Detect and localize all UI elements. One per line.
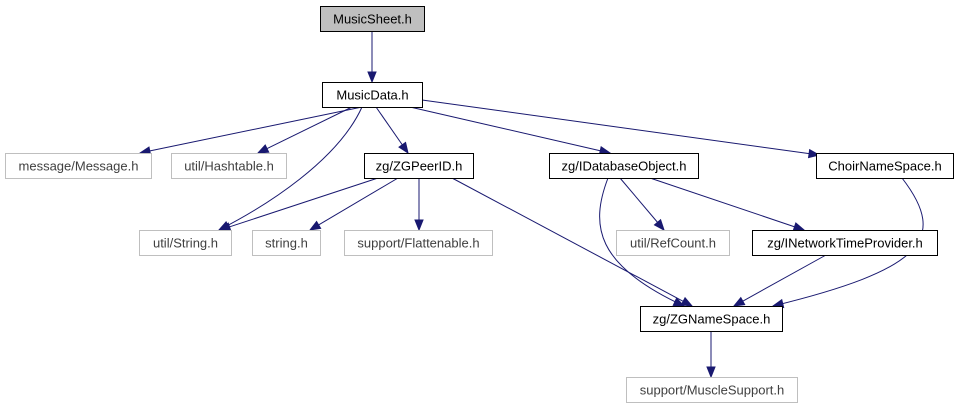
- node-idatabaseobject[interactable]: zg/IDatabaseObject.h: [549, 153, 699, 179]
- node-musicsheet[interactable]: MusicSheet.h: [320, 6, 425, 32]
- edge-line: [741, 254, 827, 303]
- edge-inetworktimeprovider-to-zgnamespace: [732, 254, 827, 307]
- node-musicdata[interactable]: MusicData.h: [322, 82, 423, 108]
- edge-idatabaseobject-to-inetworktimeprovider: [649, 177, 806, 232]
- edge-zgpeerid-to-flattenable: [414, 178, 424, 232]
- edge-zgnamespace-to-musclesupport: [706, 331, 716, 379]
- node-label: zg/IDatabaseObject.h: [561, 159, 686, 174]
- edge-musicdata-to-idatabaseobject: [409, 106, 612, 156]
- edge-line: [317, 177, 399, 226]
- node-box: [626, 377, 798, 403]
- edge-line: [421, 99, 811, 155]
- node-box: [320, 6, 425, 32]
- node-label: string.h: [265, 236, 308, 251]
- edge-idatabaseobject-to-refcount: [619, 177, 665, 232]
- node-label: zg/INetworkTimeProvider.h: [767, 236, 923, 251]
- edge-line: [649, 177, 796, 228]
- edge-line: [228, 177, 379, 228]
- node-label: zg/ZGPeerID.h: [376, 159, 463, 174]
- node-zgpeerid[interactable]: zg/ZGPeerID.h: [364, 153, 474, 179]
- node-message: message/Message.h: [5, 153, 152, 179]
- node-label: zg/ZGNameSpace.h: [653, 312, 771, 327]
- node-flattenable: support/Flattenable.h: [344, 230, 493, 256]
- edge-arrowhead: [672, 297, 686, 307]
- edge-musicdata-to-zgpeerid: [375, 106, 409, 155]
- node-label: support/MuscleSupport.h: [640, 383, 785, 398]
- node-box: [139, 230, 232, 256]
- node-box: [5, 153, 152, 179]
- node-label: MusicData.h: [336, 88, 408, 103]
- node-label: MusicSheet.h: [333, 12, 412, 27]
- node-inetworktimeprovider[interactable]: zg/INetworkTimeProvider.h: [752, 230, 938, 256]
- node-label: util/RefCount.h: [630, 236, 716, 251]
- edge-zgpeerid-to-stringh: [308, 177, 399, 231]
- edge-line: [375, 106, 404, 146]
- node-label: support/Flattenable.h: [357, 236, 479, 251]
- edge-line: [265, 106, 353, 150]
- edge-line: [599, 177, 685, 307]
- node-choirnamespace[interactable]: ChoirNameSpace.h: [816, 153, 954, 179]
- edge-arrowhead: [732, 296, 746, 307]
- edges-layer: [138, 31, 924, 379]
- edge-line: [619, 177, 659, 224]
- edge-zgpeerid-to-zgnamespace: [451, 177, 694, 307]
- node-zgnamespace[interactable]: zg/ZGNameSpace.h: [640, 306, 783, 332]
- node-box: [344, 230, 493, 256]
- node-label: util/String.h: [153, 236, 218, 251]
- node-box: [752, 230, 938, 256]
- node-box: [171, 153, 287, 179]
- edge-arrowhead: [653, 218, 665, 232]
- edge-arrowhead: [680, 296, 694, 307]
- node-box: [364, 153, 474, 179]
- edge-idatabaseobject-to-zgnamespace: [599, 177, 686, 307]
- edge-arrowhead: [706, 366, 716, 379]
- edge-arrowhead: [256, 144, 270, 154]
- node-box: [549, 153, 699, 179]
- edge-arrowhead: [367, 71, 377, 84]
- node-box: [322, 82, 423, 108]
- node-string: util/String.h: [139, 230, 232, 256]
- edge-arrowhead: [792, 222, 806, 232]
- node-hashtable: util/Hashtable.h: [171, 153, 287, 179]
- edge-musicdata-to-choirnamespace: [421, 99, 821, 159]
- edge-line: [409, 106, 602, 152]
- node-refcount: util/RefCount.h: [616, 230, 730, 256]
- node-box: [252, 230, 321, 256]
- node-stringh: string.h: [252, 230, 321, 256]
- node-label: ChoirNameSpace.h: [828, 159, 941, 174]
- edge-line: [218, 106, 363, 231]
- edge-arrowhead: [414, 219, 424, 232]
- node-box: [816, 153, 954, 179]
- edge-line: [451, 177, 685, 303]
- edge-musicdata-to-message: [138, 106, 363, 156]
- node-musclesupport: support/MuscleSupport.h: [626, 377, 798, 403]
- node-box: [640, 306, 783, 332]
- edge-arrowhead: [308, 220, 322, 231]
- edge-musicsheet-to-musicdata: [367, 31, 377, 84]
- edge-musicdata-to-hashtable: [256, 106, 353, 154]
- edge-arrowhead: [398, 141, 409, 155]
- node-box: [616, 230, 730, 256]
- node-label: message/Message.h: [19, 159, 139, 174]
- edge-line: [148, 106, 363, 152]
- node-label: util/Hashtable.h: [184, 159, 274, 174]
